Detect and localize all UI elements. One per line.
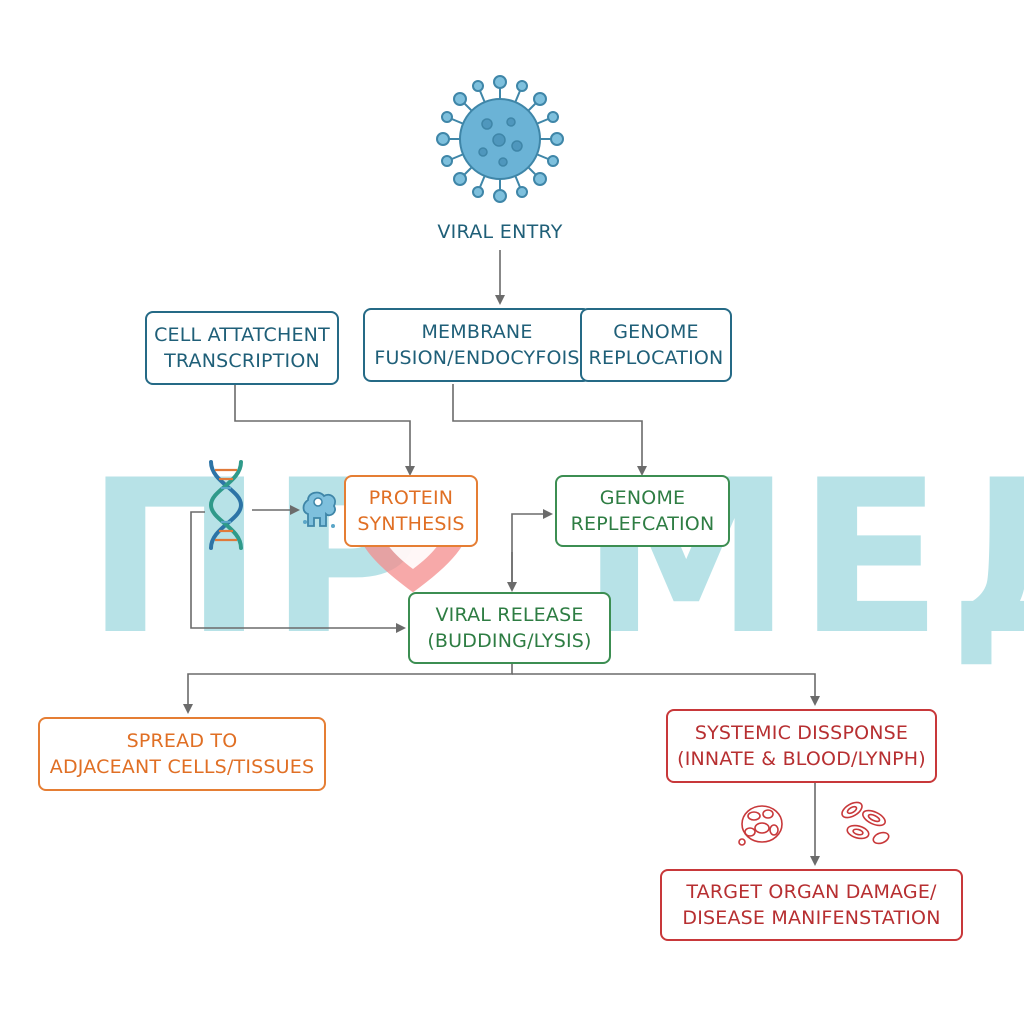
- arrow-attachment-to-protein: [234, 384, 415, 476]
- systemic-line1: SYSTEMIC DISSPONSE: [694, 722, 909, 744]
- cell-attachment-line1: CELL ATTATCHENT: [154, 324, 330, 346]
- spread-node: SPREAD TO ADJACEANT CELLS/TISSUES: [38, 717, 326, 791]
- viral-release-line2: (BUDDING/LYSIS): [427, 630, 592, 652]
- spread-line1: SPREAD TO: [126, 730, 238, 752]
- protein-synthesis-line1: PROTEIN: [368, 487, 454, 509]
- genome-replefcation-line2: REPLEFCATION: [570, 513, 715, 535]
- red-blood-cells-icon: [841, 801, 890, 845]
- membrane-fusion-line1: MEMBRANE: [421, 321, 533, 343]
- viral-release-node: VIRAL RELEASE (BUDDING/LYSIS): [408, 592, 611, 664]
- arrow-dna-to-release: [190, 511, 406, 633]
- protein-synthesis-node: PROTEIN SYNTHESIS: [344, 475, 478, 547]
- systemic-response-node: SYSTEMIC DISSPONSE (INNATE & BLOOD/LYNPH…: [666, 709, 937, 783]
- target-organ-node: TARGET ORGAN DAMAGE/ DISEASE MANIFENSTAT…: [660, 869, 963, 941]
- arrow-membrane-to-genome: [452, 384, 647, 476]
- arrow-release-split-left: [183, 664, 513, 714]
- viral-entry-label: VIRAL ENTRY: [437, 221, 563, 243]
- systemic-line2: (INNATE & BLOOD/LYNPH): [677, 748, 926, 770]
- genome-replocation-line2: REPLOCATION: [588, 347, 724, 369]
- genome-replocation-line1: GENOME: [613, 321, 699, 343]
- genome-replefcation-node: GENOME REPLEFCATION: [555, 475, 730, 547]
- target-organ-line2: DISEASE MANIFENSTATION: [682, 907, 941, 929]
- viral-release-line1: VIRAL RELEASE: [435, 604, 584, 626]
- arrow-release-split-right: [512, 673, 820, 706]
- dna-helix-icon: [208, 460, 244, 550]
- membrane-fusion-node: MEMBRANE FUSION/ENDOCYFOIS: [363, 308, 591, 382]
- spread-line2: ADJACEANT CELLS/TISSUES: [49, 756, 315, 778]
- cell-attachment-line2: TRANSCRIPTION: [164, 350, 320, 372]
- arrow-release-to-genome: [511, 509, 553, 590]
- cell-attachment-node: CELL ATTATCHENT TRANSCRIPTION: [145, 311, 339, 385]
- target-organ-line1: TARGET ORGAN DAMAGE/: [686, 881, 937, 903]
- virus-icon: [436, 75, 564, 203]
- blood-cells-icon: [738, 805, 783, 846]
- ribosome-icon: [302, 491, 336, 528]
- protein-synthesis-line2: SYNTHESIS: [357, 513, 465, 535]
- genome-replocation-node: GENOME REPLOCATION: [580, 308, 732, 382]
- membrane-fusion-line2: FUSION/ENDOCYFOIS: [374, 347, 580, 369]
- genome-replefcation-line1: GENOME: [599, 487, 686, 509]
